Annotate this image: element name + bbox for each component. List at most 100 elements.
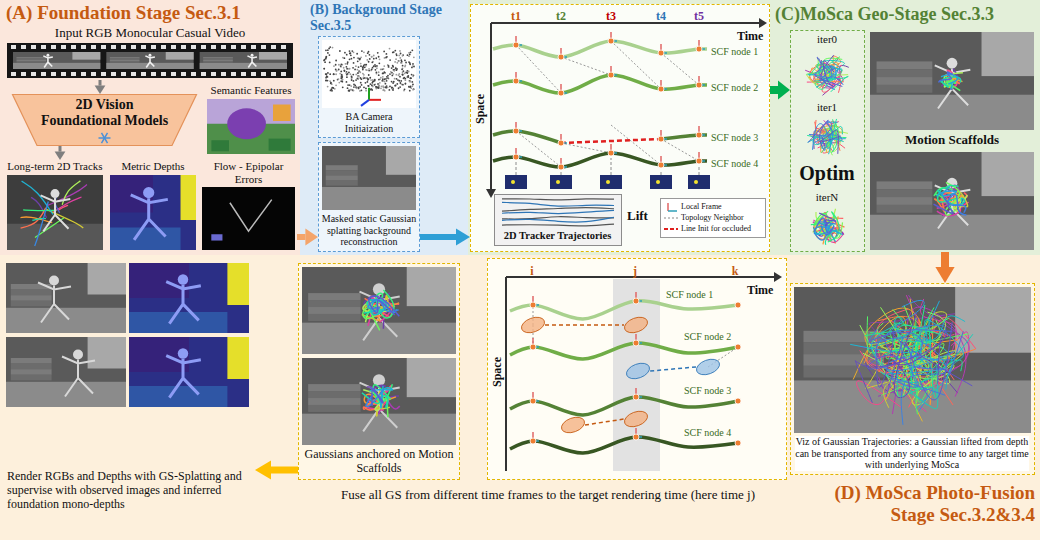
cloud-point xyxy=(362,67,364,69)
cloud-point xyxy=(338,82,340,84)
cloud-point xyxy=(405,82,407,84)
illustration xyxy=(488,259,786,479)
cloud-point xyxy=(329,54,331,56)
scaffold-node-dot xyxy=(658,50,664,56)
figure-pose xyxy=(166,282,201,324)
trajectory-curve xyxy=(62,181,80,205)
feature-image: Semantic Features xyxy=(205,84,297,156)
cloud-point xyxy=(353,86,355,88)
cloud-point xyxy=(350,89,352,91)
photo-step xyxy=(308,384,360,391)
feature-image: Flow - Epipolar Errors xyxy=(200,160,297,252)
stage-panel: (B) Background Stage Sec.3.5BA Camera In… xyxy=(300,0,468,255)
topology-link xyxy=(561,57,611,153)
scaffold-node-dot xyxy=(696,158,702,164)
scaffold-node-dot xyxy=(608,72,614,78)
photo-step xyxy=(308,293,360,300)
cloud-point xyxy=(367,52,369,54)
cloud-point xyxy=(388,78,390,80)
scaffold-node-dot xyxy=(735,440,741,446)
label-holder: Space xyxy=(470,89,488,129)
sprocket-hole xyxy=(251,45,256,49)
feature-image: Long-term 2D Tracks xyxy=(5,160,105,252)
photo-step xyxy=(877,77,933,85)
cloud-point xyxy=(388,89,390,91)
image-box: Viz of Gaussian Trajectories: a Gaussian… xyxy=(790,283,1035,475)
cloud-point xyxy=(332,47,334,49)
feature-map xyxy=(207,99,295,154)
sprocket-hole xyxy=(71,45,76,49)
cloud-point xyxy=(383,65,385,67)
cloud-point xyxy=(404,64,406,66)
cloud-point xyxy=(385,78,387,80)
label-holder: t4 xyxy=(651,6,671,24)
text-holder: Render RGBs and Depths with GS-Splatting… xyxy=(7,470,247,511)
photo-step xyxy=(308,300,360,307)
cloud-point xyxy=(350,89,352,91)
scaffold-node-dot xyxy=(696,46,702,52)
label-holder: SCF node 4 xyxy=(683,422,743,440)
axis-label: Space xyxy=(474,93,488,125)
photo-step xyxy=(877,197,933,205)
arrow-head xyxy=(305,229,318,246)
cloud-point xyxy=(323,68,325,70)
cloud-point xyxy=(398,74,400,76)
cloud-point xyxy=(384,72,386,74)
cloud-point xyxy=(411,81,413,83)
scaffold-node-dot xyxy=(513,42,519,48)
cloud-point xyxy=(365,88,367,90)
legend-sample xyxy=(664,224,678,234)
cloud-point xyxy=(358,88,360,90)
axis-label: Time xyxy=(736,30,764,44)
track-line xyxy=(502,224,614,226)
model-trapezoid: 2D Vision Foundational Models xyxy=(12,94,197,146)
time-step-label: j xyxy=(632,265,638,279)
photo-step xyxy=(308,391,360,398)
sprocket-hole xyxy=(81,72,86,76)
text-holder: 2D Vision Foundational Models xyxy=(36,97,173,129)
depth-region xyxy=(129,312,227,333)
cloud-point xyxy=(339,50,341,52)
photo-step xyxy=(877,69,933,77)
cloud-point xyxy=(363,86,365,88)
arrow-head xyxy=(456,229,470,246)
cloud-point xyxy=(412,63,414,65)
cloud-point xyxy=(394,85,396,87)
cloud-point xyxy=(365,90,367,92)
cloud-point xyxy=(401,68,403,70)
cloud-point xyxy=(386,76,388,78)
cloud-point xyxy=(392,87,394,89)
cloud-point xyxy=(353,57,355,59)
photo-frame xyxy=(322,146,416,210)
cloud-point xyxy=(387,64,389,66)
sprocket-hole xyxy=(101,72,106,76)
scaffold-node-dot xyxy=(530,398,536,404)
photo-ground xyxy=(106,63,193,69)
scaffold-node-dot xyxy=(735,302,741,308)
photo-step xyxy=(11,301,52,307)
photo-window xyxy=(72,52,100,60)
cloud-point xyxy=(388,66,390,68)
photo-step xyxy=(326,181,358,186)
cloud-point xyxy=(402,71,404,73)
cloud-point xyxy=(360,77,362,79)
cloud-point xyxy=(398,60,400,62)
cloud-point xyxy=(382,72,384,74)
cloud-point xyxy=(400,80,402,82)
scaffold-node-dot xyxy=(696,82,702,88)
cloud-point xyxy=(372,67,374,69)
photo-ground xyxy=(870,95,1034,130)
cloud-point xyxy=(391,75,393,77)
cloud-point xyxy=(338,78,340,80)
scaffold-node-dot xyxy=(530,302,536,308)
sprocket-hole xyxy=(111,45,116,49)
cloud-point xyxy=(398,60,400,62)
photo-frame xyxy=(200,52,287,69)
label-holder: t1 xyxy=(506,6,526,24)
cloud-point xyxy=(383,68,385,70)
image-label: Long-term 2D Tracks xyxy=(5,160,105,173)
text-holder: (C)MoSca Geo-Stage Sec.3.3 xyxy=(775,4,1037,25)
text-holder: (B) Background Stage Sec.3.5 xyxy=(310,2,462,34)
figure-pose xyxy=(145,56,155,68)
